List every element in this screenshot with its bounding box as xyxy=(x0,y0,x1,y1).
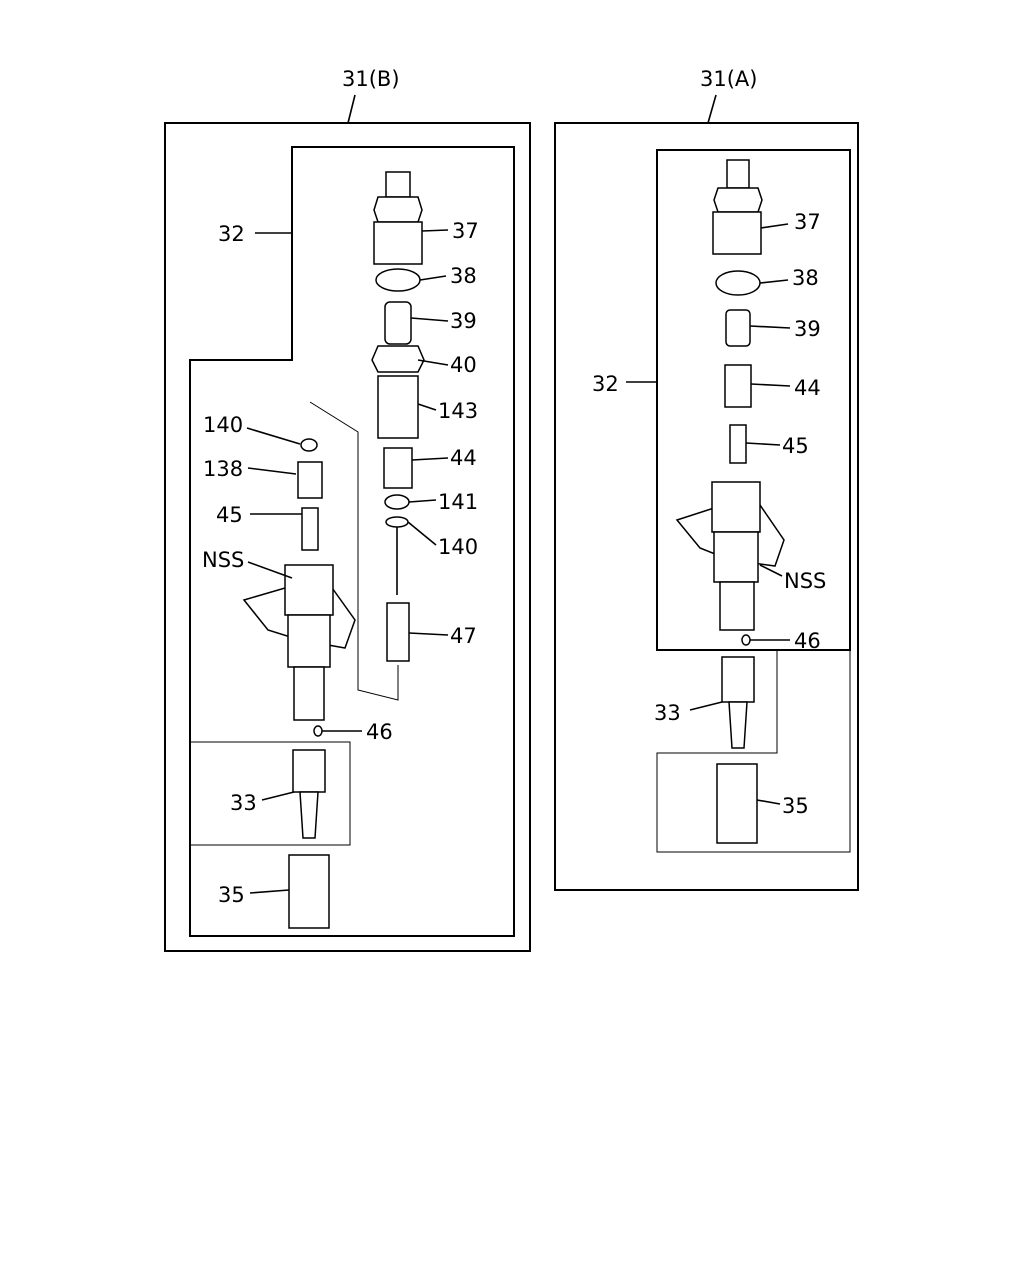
label-b-140-left: 140 xyxy=(203,413,243,437)
retaining-nut-a xyxy=(716,763,758,844)
label-b-32: 32 xyxy=(218,222,245,246)
label-b-143: 143 xyxy=(438,399,478,423)
label-a-32: 32 xyxy=(592,372,619,396)
holder-body-b xyxy=(373,171,423,265)
o-ring-b xyxy=(375,268,421,292)
shim-140-b xyxy=(300,438,318,452)
label-b-45: 45 xyxy=(216,503,243,527)
label-b-138: 138 xyxy=(203,457,243,481)
rod-45-b xyxy=(301,507,319,551)
assembly-b-title: 31(B) xyxy=(342,67,400,91)
threaded-sleeve-b xyxy=(377,375,419,439)
label-a-35: 35 xyxy=(782,794,809,818)
label-a-38: 38 xyxy=(792,266,819,290)
dowel-46-b xyxy=(313,725,323,737)
assembly-b: 31(B) xyxy=(164,67,531,952)
retaining-nut-b xyxy=(288,854,330,929)
nozzle-a xyxy=(721,656,755,749)
label-a-33: 33 xyxy=(654,701,681,725)
label-b-nss: NSS xyxy=(202,548,244,572)
label-a-46: 46 xyxy=(794,629,821,653)
assembly-b-outer-frame xyxy=(164,122,531,952)
injector-body-b xyxy=(242,564,356,721)
assembly-a: 31(A) xyxy=(554,67,859,891)
spring-seat-b xyxy=(384,301,412,345)
rod-45-a xyxy=(729,424,747,464)
assembly-b-inner-frame xyxy=(189,146,515,937)
assembly-a-title: 31(A) xyxy=(700,67,757,91)
assembly-a-outer-frame xyxy=(554,122,859,891)
label-a-37: 37 xyxy=(794,210,821,234)
dowel-46-a xyxy=(741,634,751,646)
label-b-33: 33 xyxy=(230,791,257,815)
label-b-38: 38 xyxy=(450,264,477,288)
label-a-45: 45 xyxy=(782,434,809,458)
spring-138-b xyxy=(297,461,323,499)
o-ring-a xyxy=(715,270,761,296)
nut-b xyxy=(371,345,425,373)
injector-body-a xyxy=(675,481,785,631)
washer-141-b xyxy=(384,494,410,510)
pin-47-b xyxy=(386,602,410,662)
holder-body-a xyxy=(712,159,763,255)
label-b-35: 35 xyxy=(218,883,245,907)
label-b-40: 40 xyxy=(450,353,477,377)
nozzle-b xyxy=(292,749,326,839)
spring-seat-a xyxy=(725,309,751,347)
label-b-37: 37 xyxy=(452,219,479,243)
label-b-140-right: 140 xyxy=(438,535,478,559)
label-b-141: 141 xyxy=(438,490,478,514)
label-b-47: 47 xyxy=(450,624,477,648)
washer-140-b xyxy=(385,516,409,528)
label-b-39: 39 xyxy=(450,309,477,333)
label-a-44: 44 xyxy=(794,376,821,400)
label-a-39: 39 xyxy=(794,317,821,341)
spring-a xyxy=(724,364,752,408)
spring-b xyxy=(383,447,413,489)
label-b-46: 46 xyxy=(366,720,393,744)
label-b-44: 44 xyxy=(450,446,477,470)
label-a-nss: NSS xyxy=(784,569,826,593)
